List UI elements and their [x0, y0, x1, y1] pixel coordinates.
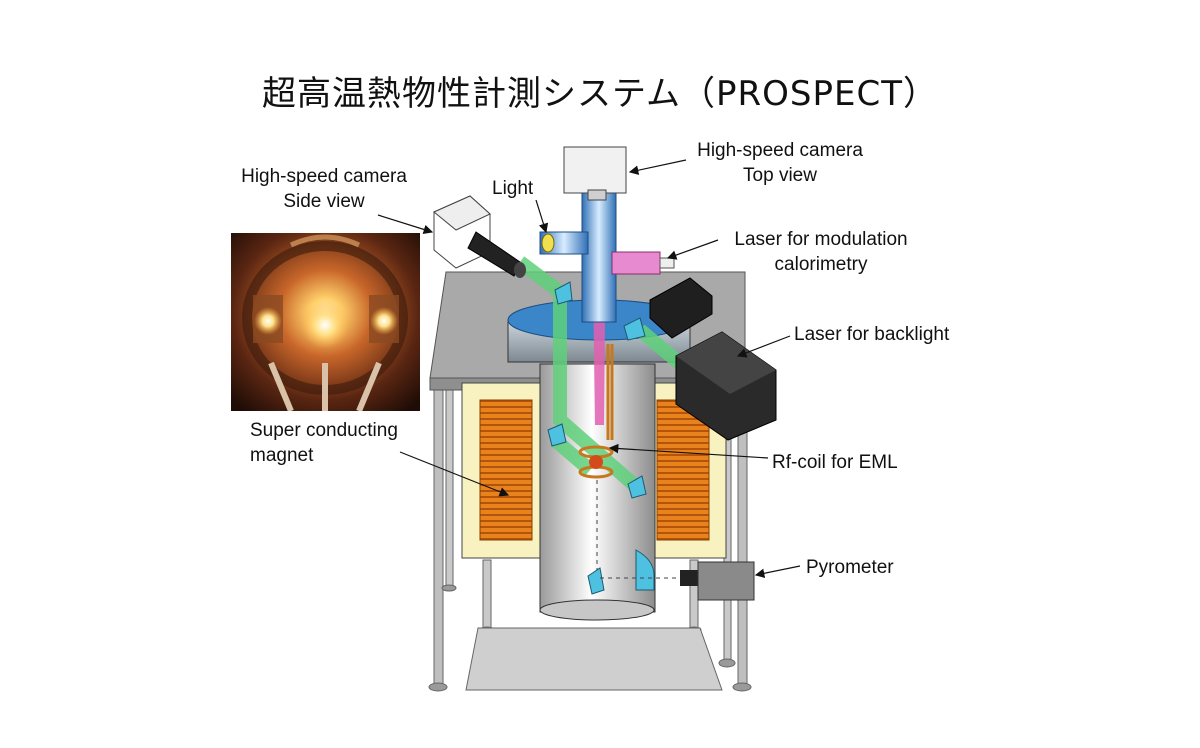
label-camera-top-line1: High-speed camera [697, 140, 863, 161]
label-laser-modulation: Laser for modulation calorimetry [716, 227, 926, 277]
label-rf-coil: Rf-coil for EML [772, 452, 898, 473]
top-camera [563, 146, 627, 194]
label-camera-top-line2: Top view [743, 165, 817, 186]
sample-photo [231, 233, 420, 411]
label-camera-top: High-speed camera Top view [680, 138, 880, 188]
label-light: Light [492, 178, 534, 199]
label-laser-backlight: Laser for backlight [794, 324, 950, 345]
label-camera-side-line1: High-speed camera [241, 166, 407, 187]
label-pyrometer: Pyrometer [806, 557, 894, 578]
label-camera-side: High-speed camera Side view [226, 164, 422, 214]
label-laser-modulation-line2: calorimetry [774, 254, 868, 275]
backlight-laser [649, 277, 777, 441]
label-camera-side-line2: Side view [283, 191, 365, 212]
optics [547, 281, 655, 595]
top-port [581, 191, 617, 323]
leader-lines [377, 159, 801, 579]
frame-legs [428, 377, 752, 692]
pyrometer [680, 561, 755, 601]
label-magnet: Super conducting magnet [250, 418, 398, 468]
base-plate [465, 627, 723, 691]
label-magnet-line1: Super conducting [250, 420, 398, 441]
label-laser-modulation-line1: Laser for modulation [734, 229, 908, 250]
side-camera [433, 195, 526, 278]
label-magnet-line2: magnet [250, 445, 314, 466]
page-title: 超高温熱物性計測システム（PROSPECT） [262, 74, 938, 114]
